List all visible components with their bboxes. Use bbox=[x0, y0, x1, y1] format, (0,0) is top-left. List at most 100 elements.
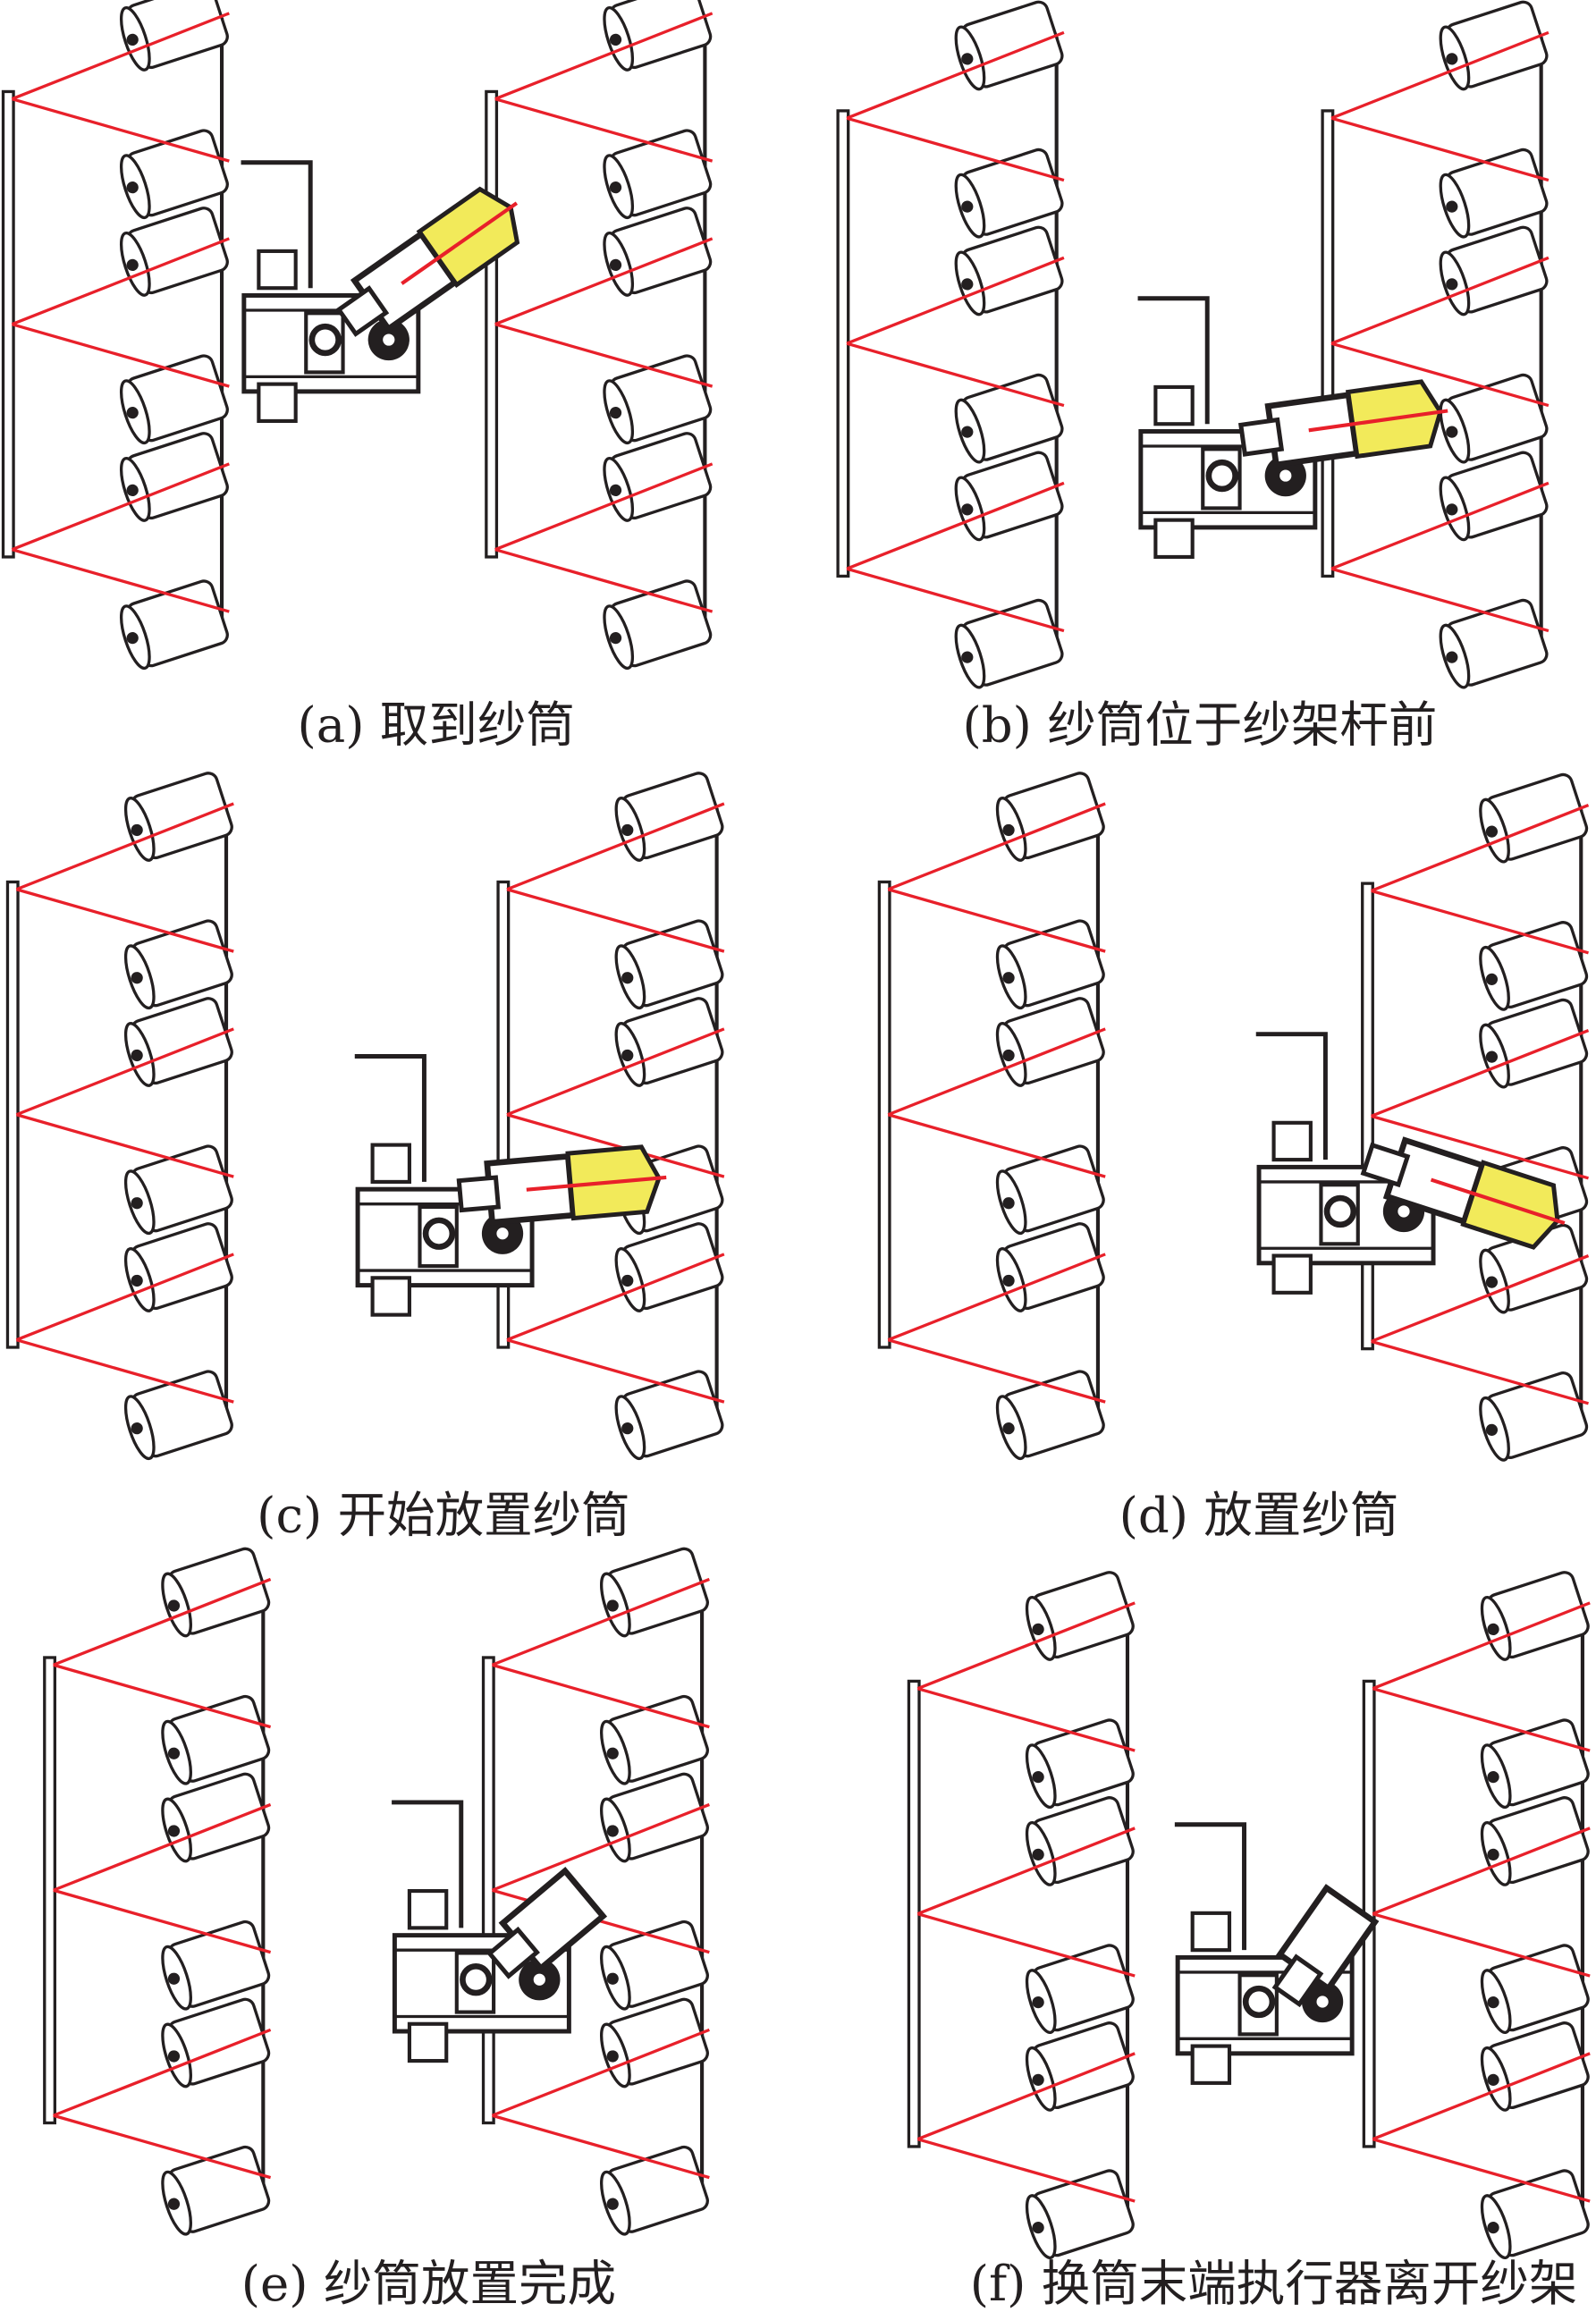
bobbin bbox=[161, 1920, 271, 2011]
bobbin bbox=[119, 432, 229, 522]
yarn-line bbox=[846, 342, 1065, 408]
bobbin-hub bbox=[606, 2050, 619, 2063]
bobbin bbox=[161, 1694, 271, 1785]
bobbin bbox=[123, 1144, 233, 1236]
yarn-line bbox=[492, 2114, 710, 2180]
bobbin bbox=[123, 1222, 233, 1312]
bobbin-hub bbox=[131, 1049, 143, 1062]
bobbin-hub bbox=[1487, 2222, 1499, 2234]
bobbin-hub bbox=[1487, 1771, 1499, 1784]
effector-clamp bbox=[1271, 1953, 1324, 2008]
bobbin bbox=[600, 2145, 709, 2236]
bobbin bbox=[1479, 921, 1589, 1011]
bobbin-changer-robot bbox=[1137, 296, 1448, 560]
bobbin-end bbox=[614, 944, 646, 1010]
bobbin-hub bbox=[609, 181, 622, 194]
gear-hub bbox=[1316, 1996, 1329, 2008]
bobbin bbox=[1479, 998, 1589, 1089]
bobbin-hub bbox=[1485, 825, 1499, 838]
end-effector bbox=[1360, 1136, 1566, 1250]
yarn-line bbox=[494, 237, 714, 326]
bobbin-hub bbox=[606, 2198, 619, 2210]
bobbin-hub bbox=[621, 1274, 634, 1287]
yarn-line bbox=[494, 323, 714, 388]
bobbin bbox=[1025, 1796, 1135, 1886]
gear-hub bbox=[1279, 469, 1292, 482]
bobbin-hub bbox=[167, 1825, 181, 1837]
bobbin bbox=[995, 919, 1105, 1010]
bobbin bbox=[995, 772, 1105, 862]
bobbin bbox=[1439, 0, 1549, 91]
creel-bar bbox=[836, 109, 850, 578]
bobbin-end bbox=[119, 5, 151, 72]
yarn-line bbox=[15, 1253, 234, 1342]
bobbin-hub bbox=[961, 200, 974, 213]
bobbin-hub bbox=[609, 33, 622, 46]
creel-rack bbox=[907, 1571, 1136, 2260]
yarn-line bbox=[1330, 30, 1550, 120]
bobbin bbox=[161, 1547, 271, 1638]
lower-box bbox=[407, 2021, 449, 2063]
yarn-line bbox=[1372, 2052, 1591, 2141]
yarn-line bbox=[491, 1577, 710, 1666]
yarn-line bbox=[1371, 804, 1590, 892]
effector-clamp bbox=[456, 1175, 502, 1213]
yarn-line bbox=[15, 1338, 234, 1404]
bobbin-end bbox=[1480, 2194, 1512, 2260]
bobbin bbox=[603, 579, 713, 671]
bobbin-hub bbox=[609, 258, 622, 272]
creel-rack bbox=[836, 0, 1065, 689]
bobbin bbox=[123, 1370, 233, 1461]
upper-box bbox=[1153, 384, 1195, 426]
creel-bar bbox=[485, 89, 499, 559]
yarn-line bbox=[1330, 116, 1550, 182]
bobbin-hub bbox=[606, 1747, 619, 1759]
bobbin bbox=[600, 1997, 709, 2088]
bobbin bbox=[119, 354, 229, 445]
bobbin bbox=[123, 772, 233, 862]
bobbin-changer-robot bbox=[241, 160, 520, 423]
bobbin bbox=[954, 0, 1064, 91]
lower-box bbox=[1153, 518, 1195, 560]
bobbin-hub bbox=[1032, 2222, 1044, 2234]
yarn-line bbox=[846, 116, 1065, 182]
bobbin-hub bbox=[1002, 1274, 1015, 1287]
bobbin bbox=[119, 207, 229, 297]
bobbin-hub bbox=[126, 33, 139, 46]
bobbin bbox=[600, 1547, 709, 1638]
yarn-line bbox=[1372, 1912, 1591, 1978]
yarn-line bbox=[494, 12, 714, 101]
bobbin-changer-robot bbox=[354, 1053, 667, 1317]
bobbin bbox=[603, 354, 713, 445]
yarn-line bbox=[1371, 1253, 1590, 1343]
bobbin-hub bbox=[1002, 1422, 1015, 1435]
bobbin bbox=[1439, 373, 1549, 464]
yarn-line bbox=[1372, 1687, 1591, 1752]
yarn-line bbox=[916, 1912, 1136, 1978]
bobbin-hub bbox=[1446, 278, 1458, 291]
yarn-line bbox=[506, 1338, 725, 1404]
bobbin bbox=[954, 373, 1064, 464]
bobbin bbox=[614, 997, 724, 1087]
yarn-line bbox=[1330, 481, 1550, 570]
creel-bar bbox=[1361, 882, 1374, 1351]
bobbin bbox=[1480, 2169, 1590, 2260]
yarn-line bbox=[846, 481, 1065, 570]
yarn-line bbox=[494, 462, 714, 552]
bobbin-hub bbox=[621, 823, 634, 837]
creel-rack bbox=[1362, 1571, 1591, 2260]
bobbin bbox=[614, 1370, 724, 1461]
bobbin-hub bbox=[167, 2198, 181, 2210]
effector-clamp bbox=[335, 285, 390, 337]
caption-d: (d) 放置纱筒 bbox=[1119, 1487, 1399, 1544]
yarn-line bbox=[506, 1113, 725, 1178]
caption-c: (c) 开始放置纱筒 bbox=[257, 1487, 630, 1544]
bobbin-changer-robot bbox=[1174, 1822, 1380, 2085]
creel-bar bbox=[1, 89, 15, 559]
motor-icon bbox=[308, 323, 342, 357]
creel-bar bbox=[43, 1656, 56, 2125]
end-effector bbox=[486, 1866, 608, 1979]
gear-hub bbox=[533, 1973, 545, 1986]
bobbin bbox=[123, 997, 233, 1087]
